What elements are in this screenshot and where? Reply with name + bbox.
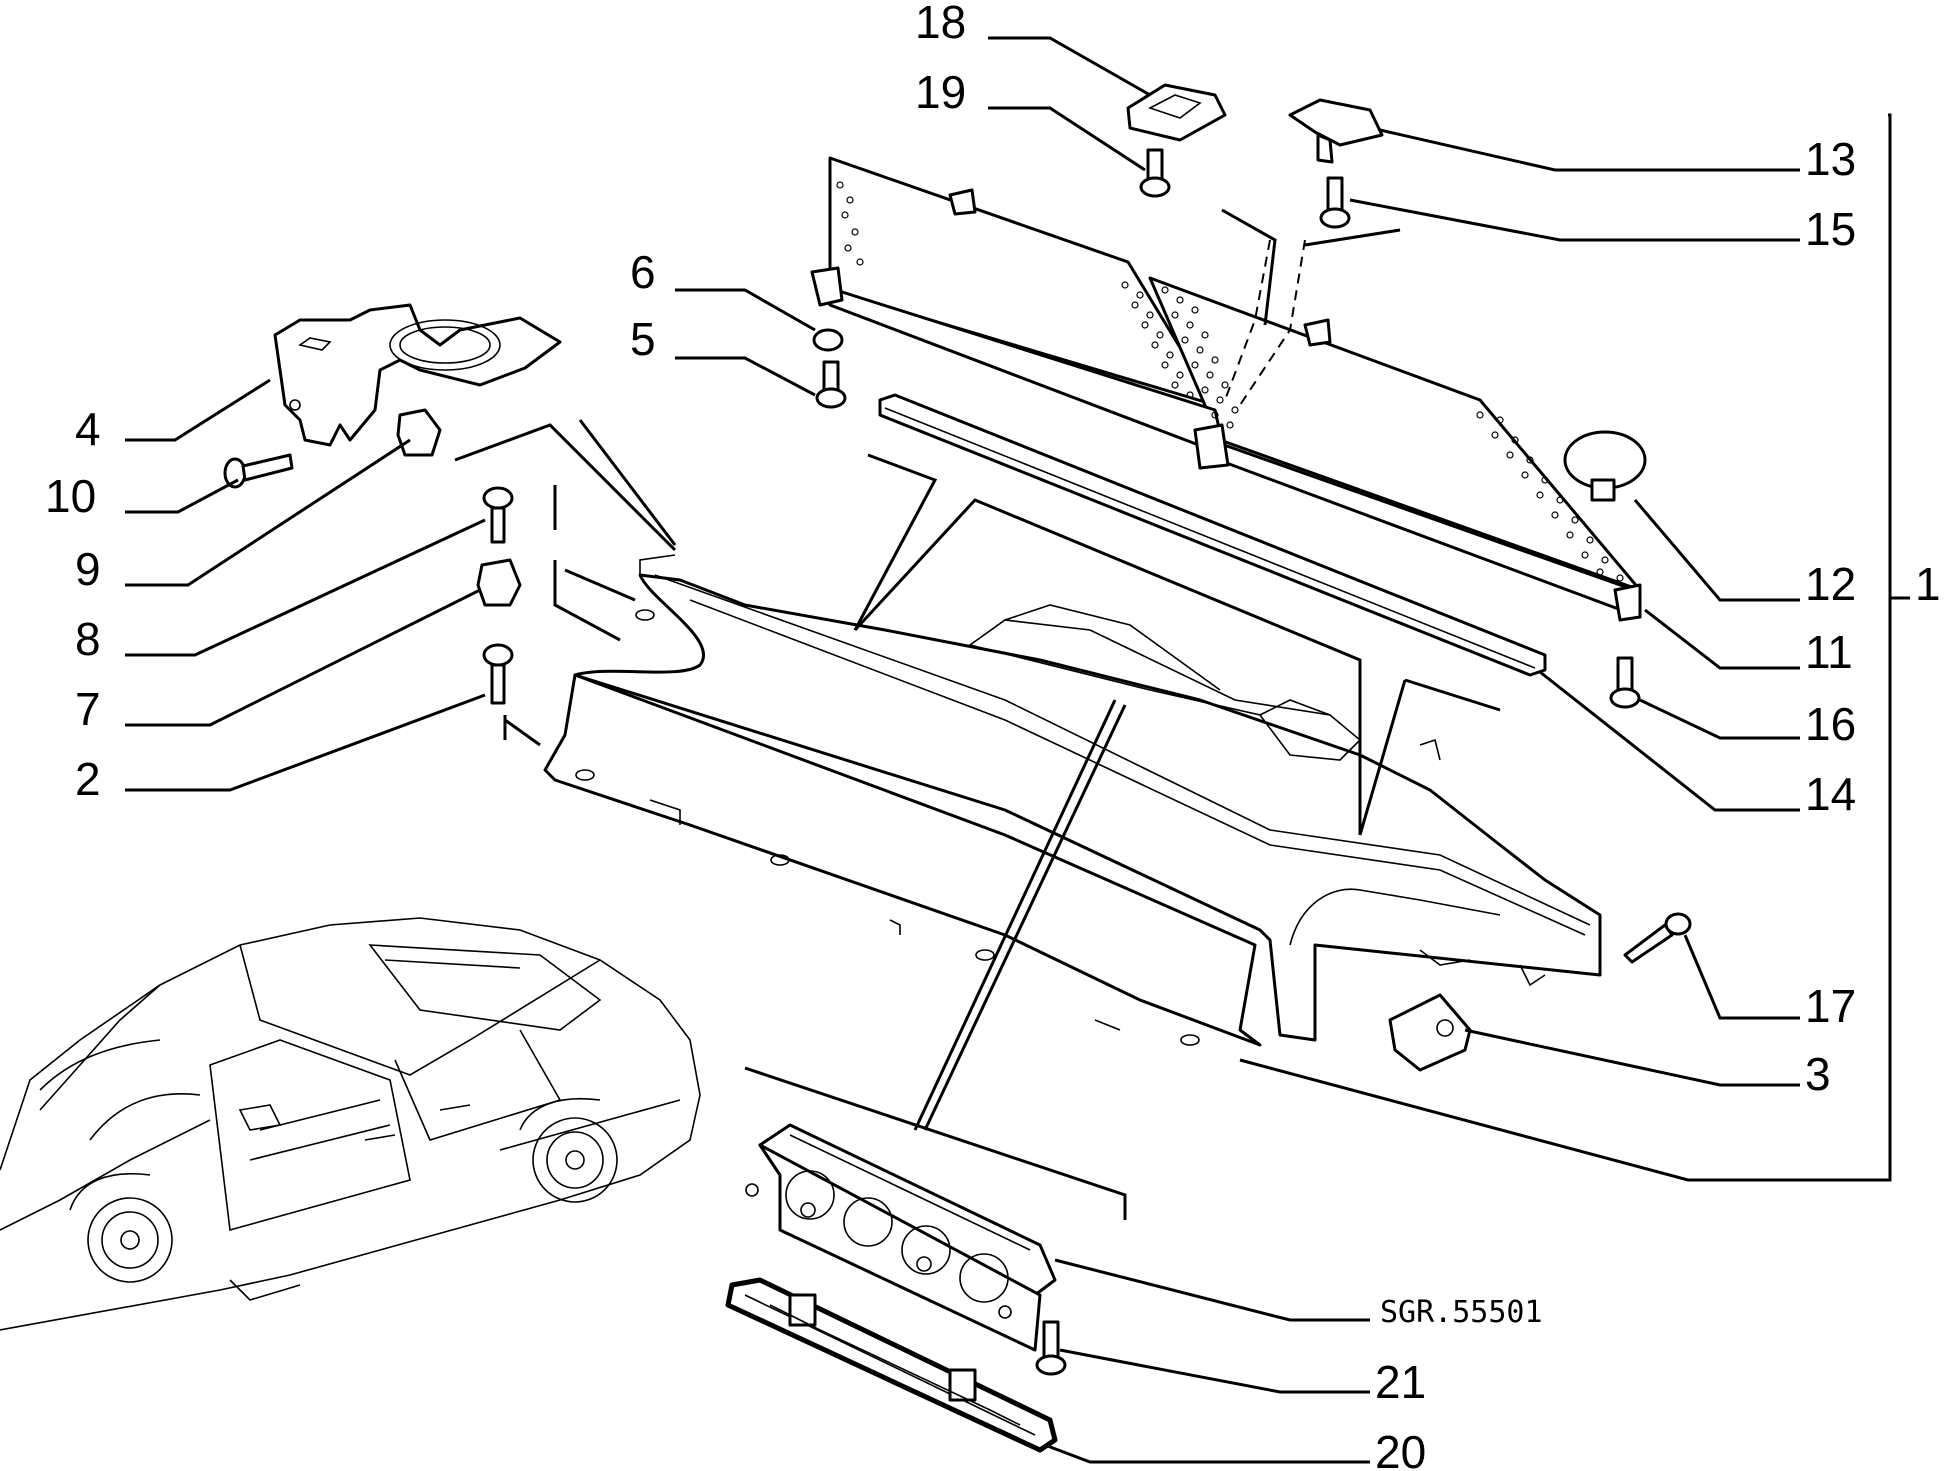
roller-blind-net xyxy=(810,156,1642,622)
label-17: 17 xyxy=(1805,980,1856,1032)
label-10: 10 xyxy=(45,470,96,522)
parcel-shelf xyxy=(543,554,1602,1047)
drawing-code: SGR.55501 xyxy=(1380,1295,1543,1330)
label-19: 19 xyxy=(915,66,966,118)
label-2: 2 xyxy=(75,753,101,805)
bolt-8 xyxy=(482,486,514,544)
label-15: 15 xyxy=(1805,203,1856,255)
label-8: 8 xyxy=(75,613,101,665)
screw-10 xyxy=(223,453,294,489)
label-1: 1 xyxy=(1915,558,1941,610)
clip-nut-9 xyxy=(396,408,442,457)
rail xyxy=(878,393,1547,677)
cap-13 xyxy=(1288,98,1384,147)
part-labels: 1 2 3 4 5 6 7 8 9 10 11 12 13 14 15 16 1… xyxy=(45,0,1941,1471)
label-11: 11 xyxy=(1805,626,1853,678)
speaker-bracket xyxy=(273,303,562,447)
label-9: 9 xyxy=(75,543,101,595)
label-14: 14 xyxy=(1805,768,1856,820)
label-20: 20 xyxy=(1375,1426,1426,1471)
knob-12 xyxy=(1563,430,1647,502)
screw-15 xyxy=(1319,176,1351,229)
label-18: 18 xyxy=(915,0,966,48)
label-5: 5 xyxy=(630,313,656,365)
label-21: 21 xyxy=(1375,1356,1426,1408)
screw-21 xyxy=(1035,1320,1067,1376)
leader-lines xyxy=(125,36,1910,1464)
label-3: 3 xyxy=(1805,1048,1831,1100)
screw-2 xyxy=(482,643,514,705)
label-13: 13 xyxy=(1805,133,1856,185)
bracket-18 xyxy=(1126,83,1227,142)
washer-6 xyxy=(812,328,844,352)
car-illustration xyxy=(0,917,701,1331)
gasket-20 xyxy=(725,1277,1058,1453)
screw-19 xyxy=(1139,148,1171,198)
clip-3 xyxy=(1388,993,1472,1072)
screw-16 xyxy=(1609,656,1641,709)
label-4: 4 xyxy=(75,403,101,455)
label-7: 7 xyxy=(75,683,101,735)
clip-7 xyxy=(476,558,522,607)
label-6: 6 xyxy=(630,246,656,298)
assembly-guides xyxy=(454,419,1501,1220)
label-16: 16 xyxy=(1805,698,1856,750)
pin-17 xyxy=(1623,912,1692,964)
screw-5 xyxy=(815,360,847,409)
third-brake-light xyxy=(745,1123,1057,1352)
label-12: 12 xyxy=(1805,558,1856,610)
